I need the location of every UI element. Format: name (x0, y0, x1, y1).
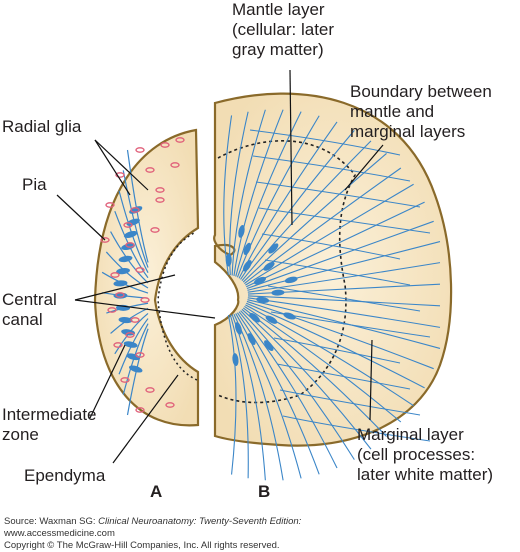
leader-canal-1 (74, 274, 176, 301)
label-pia: Pia (22, 175, 47, 194)
panel-a-cells (100, 137, 185, 416)
panel-b-neural-tube (213, 92, 453, 447)
footer-source: Source: Waxman SG: Clinical Neuroanatomy… (4, 516, 302, 527)
footer-copyright: Copyright © The McGraw-Hill Companies, I… (4, 540, 280, 551)
label-radial-glia: Radial glia (2, 117, 82, 136)
leader-radial-glia-2 (94, 139, 131, 196)
label-mantle-layer: Mantle layer (cellular: later gray matte… (232, 0, 335, 59)
label-central-canal: Central canal (2, 290, 57, 329)
label-marginal-layer: Marginal layer (cell processes: later wh… (357, 425, 494, 484)
panel-label-b: B (258, 482, 271, 501)
leader-canal-2 (74, 299, 216, 319)
leader-mantle (289, 69, 293, 226)
panel-a-neural-tube (93, 128, 200, 427)
panel-label-a: A (150, 482, 163, 501)
leader-ependyma (112, 374, 179, 464)
leader-boundary (344, 144, 384, 191)
leader-lines (56, 69, 384, 464)
label-ependyma: Ependyma (24, 466, 106, 485)
leader-pia (56, 194, 106, 241)
label-intermediate-zone: Intermediate zone (2, 405, 97, 444)
panel-b-cells (223, 109, 441, 481)
mantle-boundary-dashed (217, 140, 356, 404)
footer-url[interactable]: www.accessmedicine.com (4, 528, 115, 539)
leader-radial-glia-1 (94, 139, 149, 191)
label-boundary: Boundary between mantle and marginal lay… (350, 82, 492, 141)
leader-marginal (369, 339, 373, 421)
leader-intermediate (89, 344, 126, 419)
